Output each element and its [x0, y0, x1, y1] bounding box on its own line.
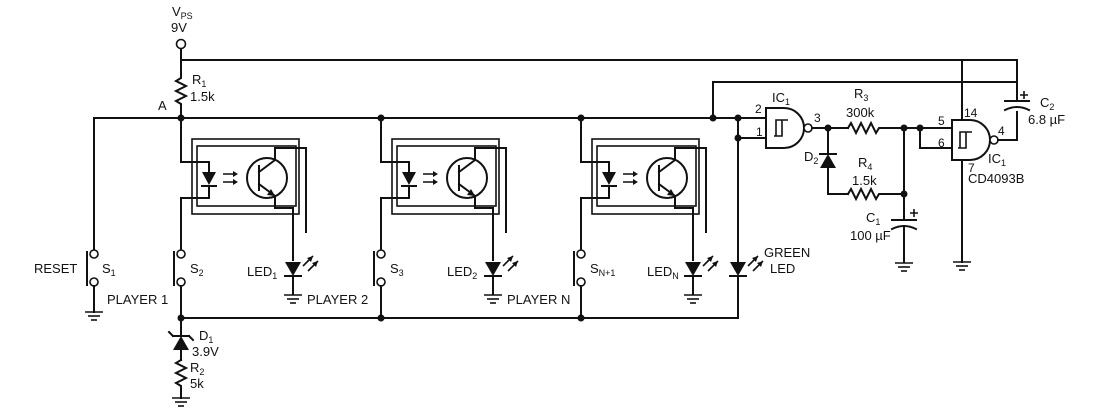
- supply-terminal: VPS 9V: [171, 4, 193, 50]
- schmitt-nand-gate-2: [951, 119, 999, 161]
- junction: [377, 314, 385, 322]
- player-led-label: LED1: [247, 264, 277, 281]
- optocoupler: [380, 117, 507, 261]
- player-label: PLAYER N: [507, 292, 570, 307]
- pin-label: 5: [938, 114, 945, 128]
- green-led-label: GREEN: [764, 245, 810, 260]
- c2-value: 6.8 µF: [1028, 112, 1065, 127]
- player-led-label: LED2: [447, 264, 477, 281]
- pin-label: 2: [755, 102, 762, 116]
- d1-zener-diode: [167, 317, 195, 361]
- r3-resistor: [846, 120, 941, 136]
- node-a-label: A: [158, 98, 167, 113]
- d1-value: 3.9V: [192, 344, 219, 359]
- player-switch[interactable]: [573, 249, 586, 319]
- player-led-label: LEDN: [647, 264, 679, 281]
- pin-label: 14: [964, 106, 978, 120]
- junction: [734, 134, 742, 142]
- ground-icon: [894, 262, 914, 272]
- green-led: [729, 117, 764, 319]
- player-label: PLAYER 1: [107, 292, 168, 307]
- r1-value: 1.5k: [190, 89, 215, 104]
- c2-capacitor: [1003, 91, 1031, 112]
- junction: [577, 314, 585, 322]
- pin-label: 6: [938, 136, 945, 150]
- pin-label: 7: [968, 161, 975, 175]
- r4-value: 1.5k: [852, 173, 877, 188]
- r2-resistor: [173, 358, 189, 399]
- r4-label: R4: [858, 155, 872, 172]
- player-switch[interactable]: [373, 249, 386, 319]
- green-led-label-2: LED: [770, 261, 795, 276]
- r2-label: R2: [190, 360, 204, 377]
- r3-label: R3: [854, 86, 868, 103]
- optocoupler: [580, 117, 707, 261]
- ic-supply-wire: [712, 81, 1018, 119]
- ground-icon: [683, 294, 703, 304]
- r3-value: 300k: [846, 105, 875, 120]
- c1-capacitor: [890, 209, 918, 263]
- gate2-out-wire: [997, 111, 1018, 141]
- d1-label: D1: [199, 328, 213, 345]
- reset-label: RESET: [34, 261, 77, 276]
- player-switch-label: S2: [190, 261, 204, 278]
- player-led: [483, 255, 519, 304]
- r4-resistor: [846, 186, 905, 202]
- optocoupler: [180, 117, 307, 261]
- c2-top-wire: [961, 59, 1018, 101]
- svg-text:9V: 9V: [171, 20, 187, 35]
- d2-label: D2: [804, 149, 818, 166]
- s1-label: S1: [102, 261, 116, 278]
- ground-icon: [171, 397, 191, 407]
- ic1-part-number: CD4093B: [968, 171, 1024, 186]
- ground-icon: [283, 294, 303, 304]
- svg-text:VPS: VPS: [172, 4, 193, 21]
- supply-rail-wire: [180, 48, 963, 121]
- c1-value: 100 µF: [850, 228, 891, 243]
- player-switch-label: SN+1: [590, 261, 615, 278]
- pin-label: 4: [998, 124, 1005, 138]
- d2-diode: [819, 127, 849, 195]
- schmitt-nand-gate-1: [765, 107, 813, 149]
- player-switch-label: S3: [390, 261, 404, 278]
- ground-icon: [483, 294, 503, 304]
- r2-value: 5k: [190, 376, 204, 391]
- player-label: PLAYER 2: [307, 292, 368, 307]
- reset-switch[interactable]: [84, 117, 104, 321]
- r1-resistor: [173, 59, 189, 119]
- ground-icon: [952, 261, 972, 271]
- player-led: [283, 255, 319, 304]
- ic1-gate1-label: IC1: [772, 90, 790, 107]
- player-led: [683, 255, 719, 304]
- pin-label: 3: [814, 111, 821, 125]
- ic1-gate2-label: IC1: [988, 151, 1006, 168]
- r1-label: R1: [192, 72, 206, 89]
- pin-label: 1: [756, 125, 763, 139]
- c2-label: C2: [1040, 95, 1054, 112]
- c1-label: C1: [866, 210, 880, 227]
- player-switch[interactable]: [173, 249, 186, 319]
- gate2-input-wires: [919, 127, 953, 149]
